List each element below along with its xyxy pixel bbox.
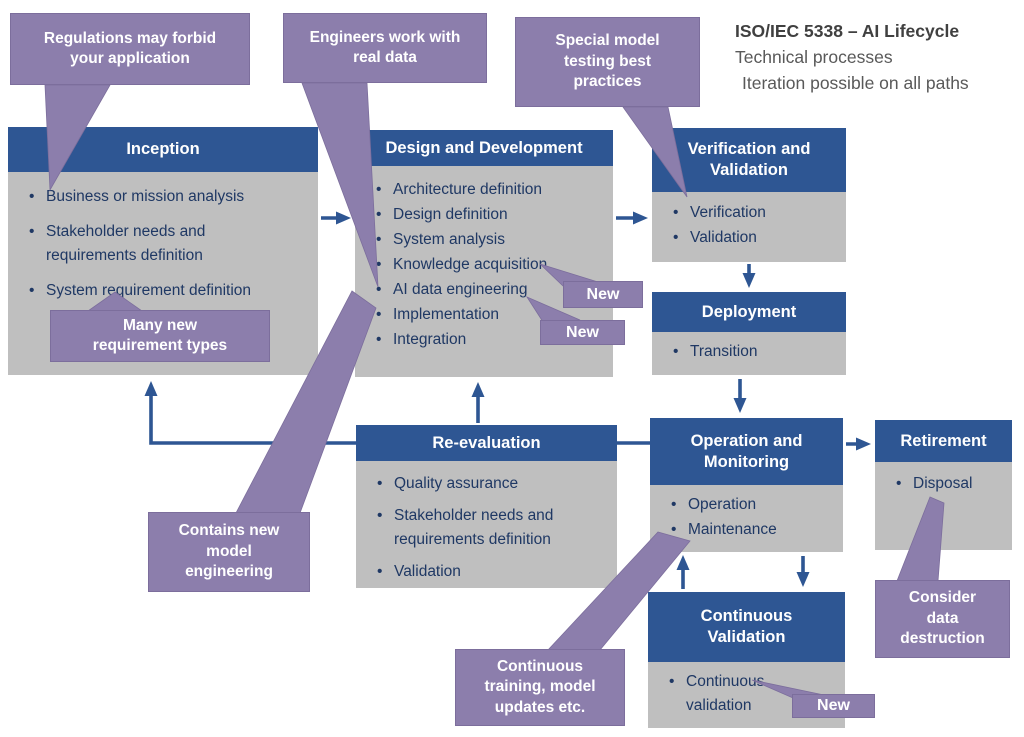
process-box-re-evaluation: Re-evaluation Quality assurance Stakehol… bbox=[356, 425, 617, 588]
process-title-design-development: Design and Development bbox=[355, 130, 613, 166]
process-items-deployment: Transition bbox=[652, 332, 846, 364]
callout-consider-destruction: Consider data destruction bbox=[875, 580, 1010, 658]
list-item: AI data engineering bbox=[371, 278, 605, 302]
process-box-operation-monitoring: Operation and Monitoring Operation Maint… bbox=[650, 418, 843, 552]
process-items-operation-monitoring: Operation Maintenance bbox=[650, 485, 843, 542]
process-title-retirement: Retirement bbox=[875, 420, 1012, 462]
list-item: System requirement definition bbox=[24, 279, 310, 303]
list-item: Verification bbox=[668, 201, 838, 225]
callout-regulations: Regulations may forbid your application bbox=[10, 13, 250, 85]
list-item: Continuous validation bbox=[664, 670, 837, 718]
process-box-deployment: Deployment Transition bbox=[652, 292, 846, 375]
list-item: Disposal bbox=[891, 472, 1004, 496]
process-items-re-evaluation: Quality assurance Stakeholder needs and … bbox=[356, 461, 617, 584]
title-block: ISO/IEC 5338 – AI Lifecycle Technical pr… bbox=[735, 18, 1021, 96]
list-item: Maintenance bbox=[666, 518, 835, 542]
process-items-verification-validation: Verification Validation bbox=[652, 192, 846, 250]
process-title-continuous-validation: Continuous Validation bbox=[648, 592, 845, 662]
arrow-re-evaluation-to-inception bbox=[144, 381, 356, 445]
list-item: Implementation bbox=[371, 303, 605, 327]
list-item: Integration bbox=[371, 328, 605, 352]
process-title-verification-validation: Verification and Validation bbox=[652, 128, 846, 192]
list-item: System analysis bbox=[371, 228, 605, 252]
list-item: Business or mission analysis bbox=[24, 185, 310, 209]
badge-new-continuous-validation: New bbox=[792, 694, 875, 718]
process-box-retirement: Retirement Disposal bbox=[875, 420, 1012, 550]
list-item: Validation bbox=[372, 560, 609, 584]
process-box-verification-validation: Verification and Validation Verification… bbox=[652, 128, 846, 262]
process-title-operation-monitoring: Operation and Monitoring bbox=[650, 418, 843, 485]
list-item: Operation bbox=[666, 493, 835, 517]
list-item: Validation bbox=[668, 226, 838, 250]
callout-special-testing: Special model testing best practices bbox=[515, 17, 700, 107]
list-item: Stakeholder needs and requirements defin… bbox=[24, 220, 310, 268]
diagram-title: ISO/IEC 5338 – AI Lifecycle bbox=[735, 21, 960, 41]
process-title-re-evaluation: Re-evaluation bbox=[356, 425, 617, 461]
list-item: Transition bbox=[668, 340, 838, 364]
process-items-continuous-validation: Continuous validation bbox=[648, 662, 845, 718]
diagram-note: Iteration possible on all paths bbox=[742, 73, 969, 93]
process-title-inception: Inception bbox=[8, 127, 318, 172]
list-item: Design definition bbox=[371, 203, 605, 227]
callout-continuous-training: Continuous training, model updates etc. bbox=[455, 649, 625, 726]
list-item: Stakeholder needs and requirements defin… bbox=[372, 504, 609, 552]
diagram-subtitle: Technical processes bbox=[735, 47, 893, 67]
callout-many-new-requirements: Many new requirement types bbox=[50, 310, 270, 362]
process-title-deployment: Deployment bbox=[652, 292, 846, 332]
process-items-inception: Business or mission analysis Stakeholder… bbox=[8, 172, 318, 303]
process-items-retirement: Disposal bbox=[875, 462, 1012, 496]
process-items-design-development: Architecture definition Design definitio… bbox=[355, 166, 613, 352]
list-item: Quality assurance bbox=[372, 472, 609, 496]
badge-new-ai-data-engineering: New bbox=[540, 320, 625, 345]
list-item: Knowledge acquisition bbox=[371, 253, 605, 277]
badge-new-knowledge-acquisition: New bbox=[563, 281, 643, 308]
callout-engineers: Engineers work with real data bbox=[283, 13, 487, 83]
list-item: Architecture definition bbox=[371, 178, 605, 202]
callout-contains-new-model: Contains new model engineering bbox=[148, 512, 310, 592]
